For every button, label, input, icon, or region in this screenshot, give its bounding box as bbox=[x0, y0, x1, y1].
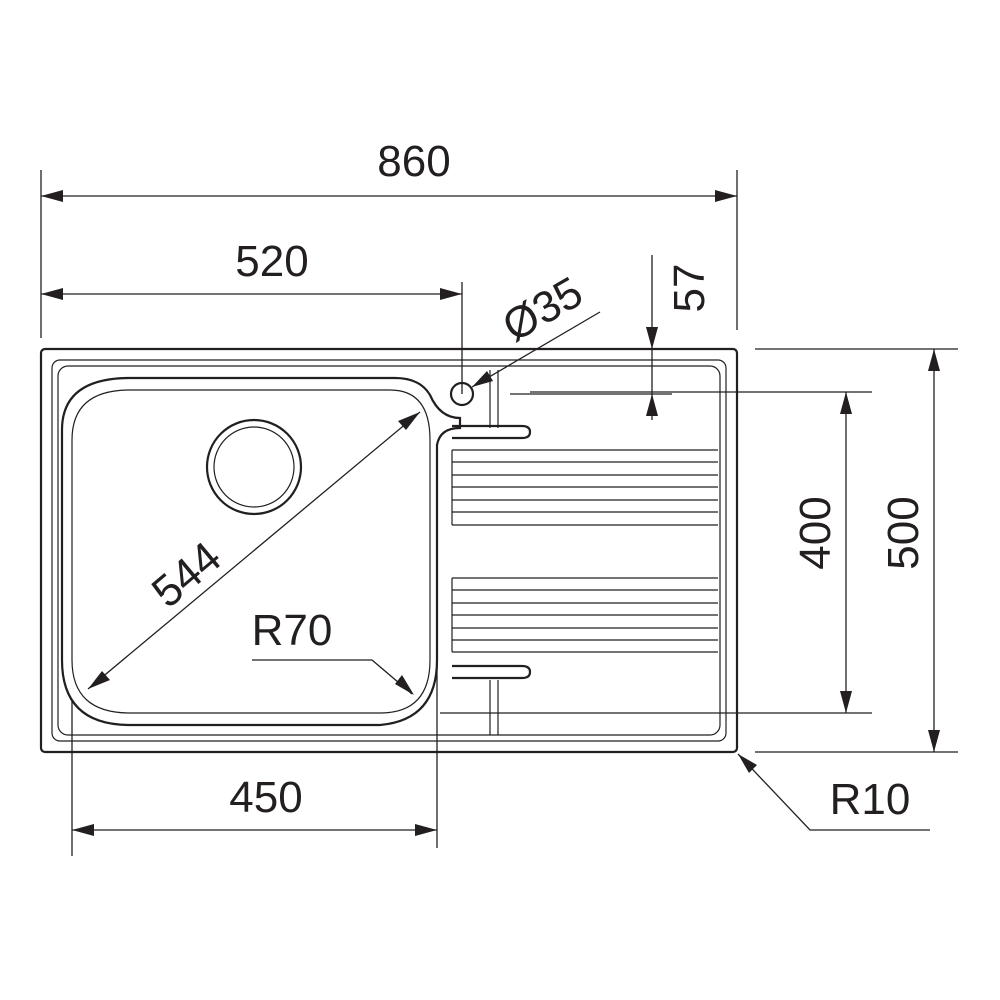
dimension-waste-diameter-label: Ø35 bbox=[494, 267, 591, 351]
bowl-outer-outline bbox=[60, 376, 462, 727]
sink-inner-rim-2 bbox=[57, 365, 721, 736]
dimension-inner-depth: 400 bbox=[440, 391, 872, 714]
drainer-vertical-lines bbox=[489, 370, 499, 735]
dimension-bowl-side-width-label: 520 bbox=[235, 237, 308, 286]
waste-outlet-inner bbox=[213, 426, 295, 508]
dimension-bowl-width-label: 450 bbox=[229, 773, 302, 822]
dimension-overall-depth: 500 bbox=[755, 348, 958, 753]
dimension-tap-offset: 57 bbox=[510, 255, 714, 420]
dimension-bowl-side-width: 520 bbox=[41, 237, 463, 394]
sink-outer-edge bbox=[39, 347, 739, 754]
drainer-top-lip bbox=[452, 424, 532, 440]
dimension-overall-depth-label: 500 bbox=[879, 496, 928, 569]
sink-inner-rim bbox=[51, 359, 727, 742]
dimension-bowl-radius: R70 bbox=[252, 606, 414, 695]
dimension-inner-depth-label: 400 bbox=[791, 496, 840, 569]
dimension-bowl-width: 450 bbox=[71, 652, 438, 856]
dimension-bowl-radius-label: R70 bbox=[252, 606, 333, 655]
dimension-waste-diameter: Ø35 bbox=[471, 267, 601, 388]
dimension-tap-offset-label: 57 bbox=[665, 264, 714, 313]
dimension-outer-radius: R10 bbox=[737, 753, 930, 831]
drainer-ribs bbox=[451, 449, 718, 653]
waste-outlet-outer bbox=[205, 418, 303, 516]
dimension-overall-width-label: 860 bbox=[377, 137, 450, 186]
bowl bbox=[60, 376, 462, 727]
dimension-outer-radius-label: R10 bbox=[830, 775, 911, 824]
drainer bbox=[451, 370, 718, 735]
sink-body bbox=[39, 347, 739, 754]
bowl-inner-outline bbox=[71, 389, 431, 714]
dimension-diagonal-label: 544 bbox=[143, 533, 231, 618]
drainer-bottom-lip bbox=[452, 664, 532, 680]
dimension-overall-width: 860 bbox=[40, 137, 738, 338]
